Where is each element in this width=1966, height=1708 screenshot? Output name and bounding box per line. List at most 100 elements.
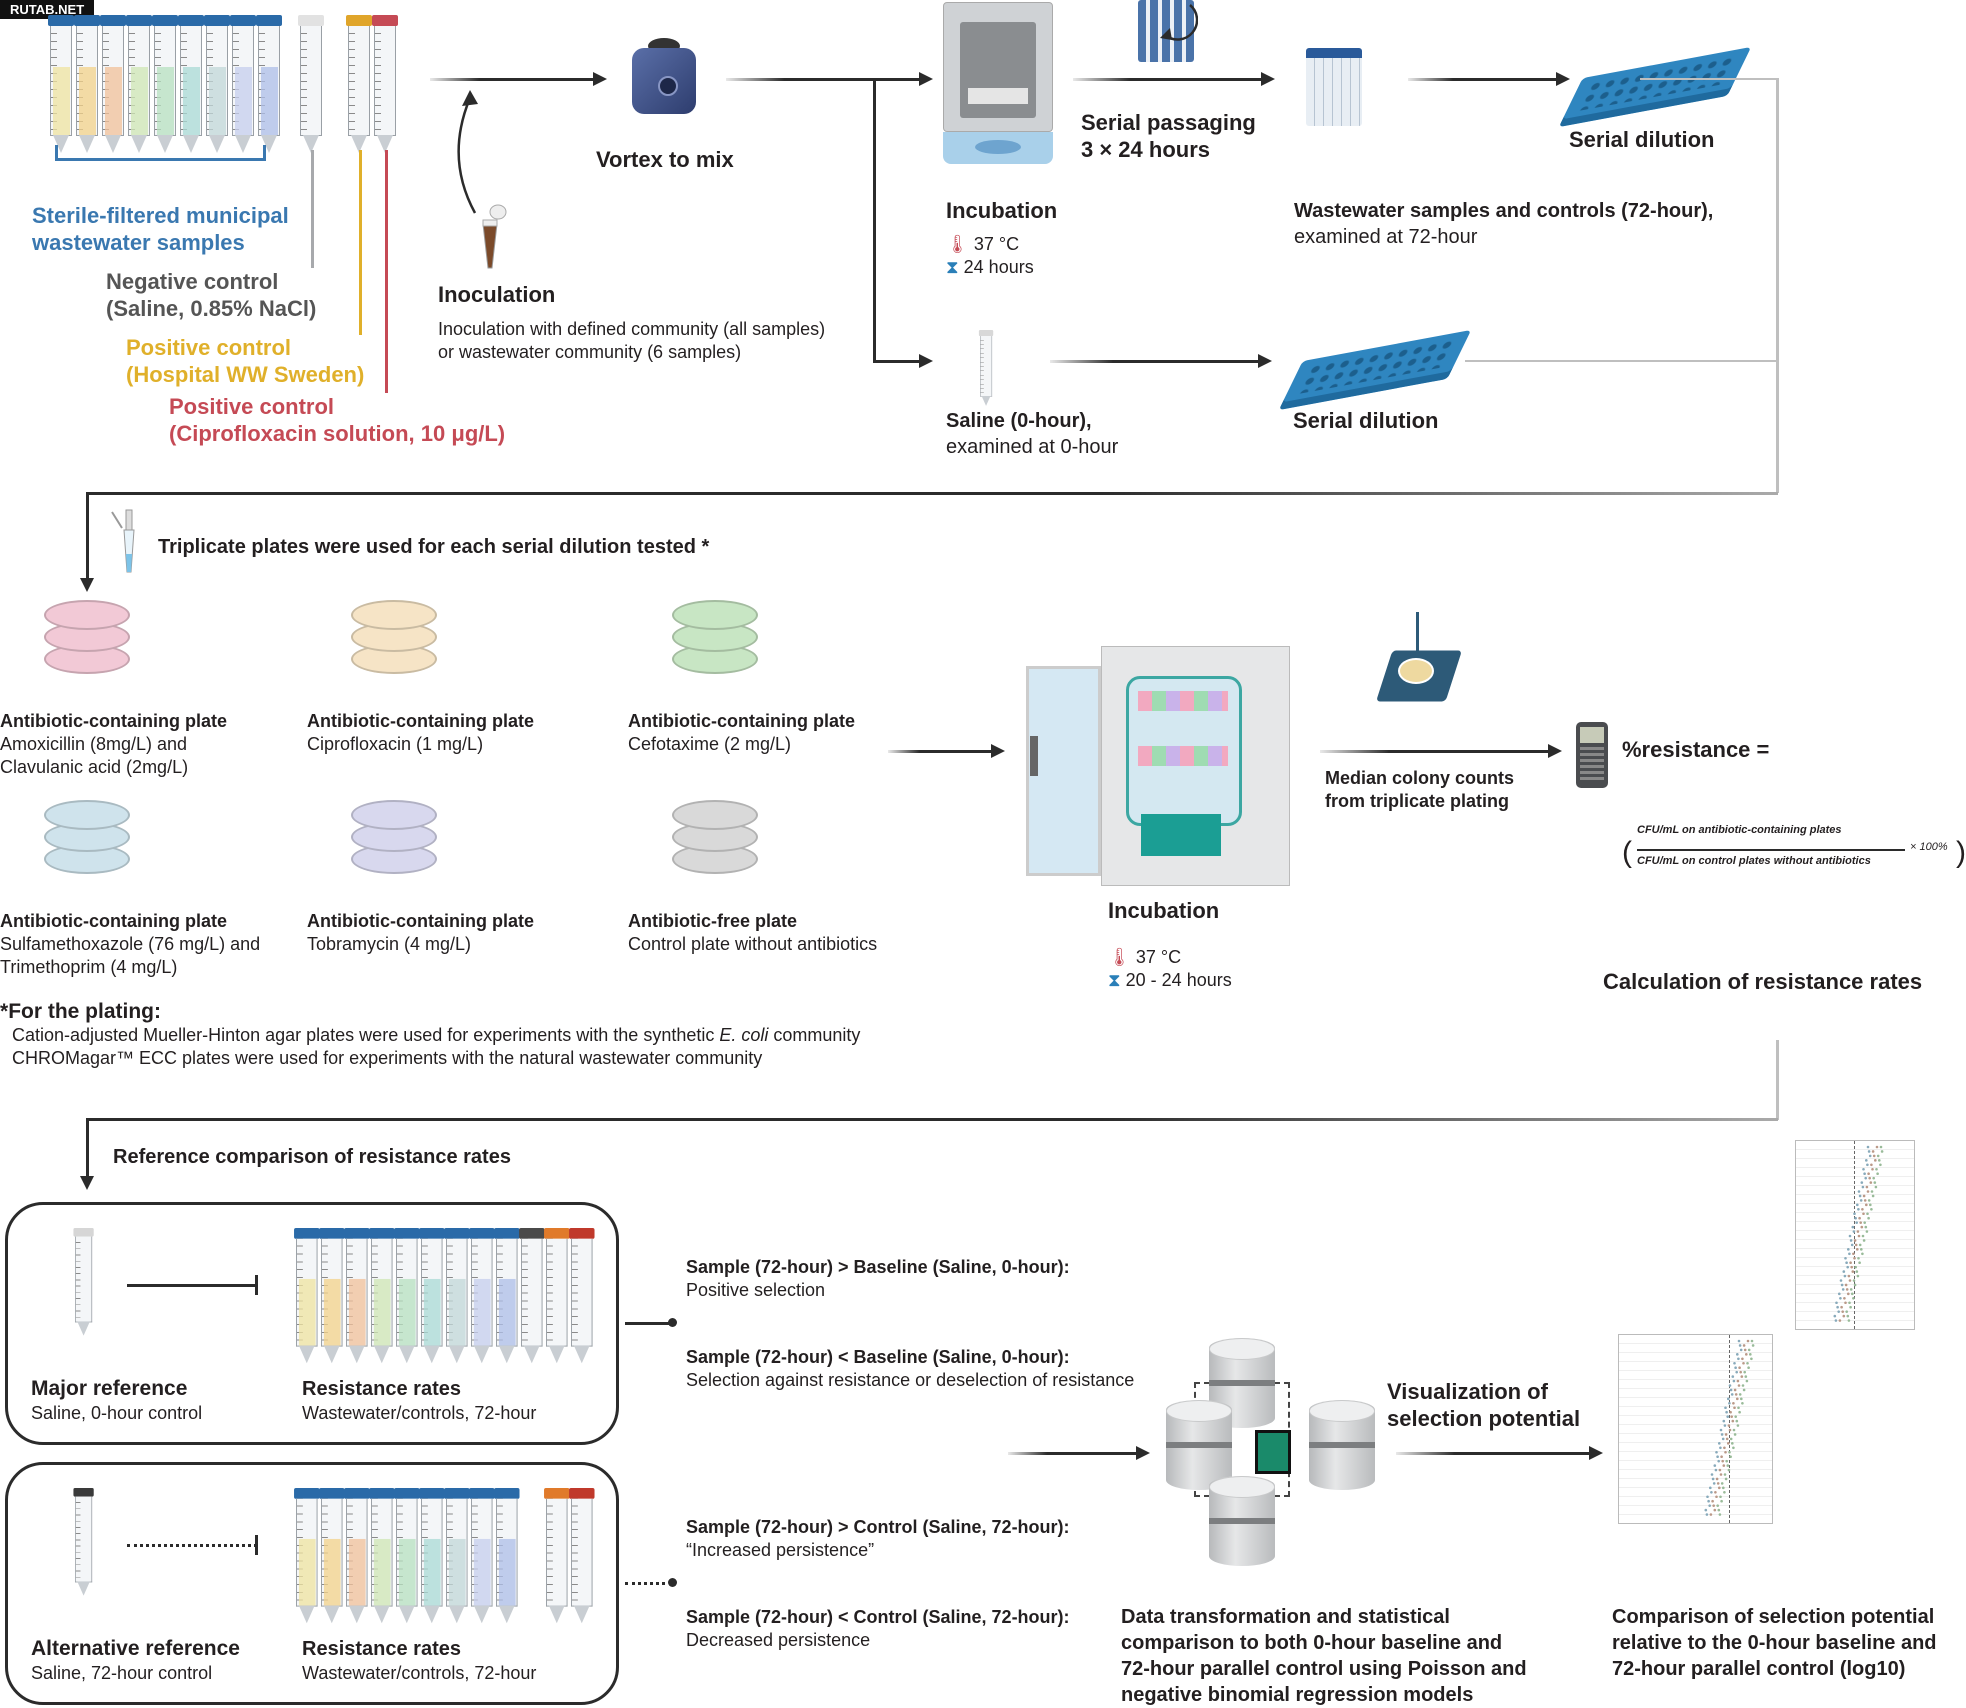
chart-dot — [1716, 1504, 1719, 1507]
chart-dot — [1843, 1274, 1847, 1278]
connector-stage1-to-stage2 — [86, 492, 1778, 495]
chart-dot — [1741, 1357, 1744, 1361]
chart-dot — [1862, 1212, 1865, 1216]
chart-dot — [1733, 1433, 1737, 1436]
chart-dot — [1739, 1348, 1743, 1352]
outcome-item: Sample (72-hour) > Control (Saline, 72-h… — [686, 1516, 1070, 1562]
chart-dot — [1862, 1194, 1866, 1198]
chart-dot — [1738, 1366, 1741, 1369]
outcome-meaning: Decreased persistence — [686, 1630, 871, 1650]
colony-counter-icon — [1376, 612, 1486, 722]
chart-dot — [1861, 1234, 1865, 1238]
chart-dot — [1733, 1361, 1736, 1365]
chart-dot — [1743, 1348, 1747, 1352]
arrow-serial-passaging — [1073, 72, 1275, 86]
alternative-reference-card — [5, 1462, 619, 1705]
centrifuge-tube-icon — [544, 1488, 570, 1625]
chart-dot — [1840, 1283, 1844, 1287]
reference-comparison-title: Reference comparison of resistance rates — [113, 1146, 511, 1168]
alternative-reference-dotted-line — [127, 1544, 257, 1547]
plate-antibiotic: Cefotaxime (2 mg/L) — [628, 734, 792, 754]
formula-fraction-bar — [1637, 849, 1905, 851]
chart-dot — [1838, 1292, 1841, 1296]
chart-dot — [1747, 1348, 1751, 1352]
centrifuge-tube-icon — [419, 1228, 445, 1365]
chart-dot — [1879, 1163, 1882, 1167]
centrifuge-tube-icon — [519, 1228, 545, 1365]
formula-close-paren: ) — [1956, 836, 1966, 869]
chart-dot — [1717, 1508, 1721, 1512]
chart-dot — [1745, 1379, 1749, 1383]
chart-dot — [1857, 1234, 1861, 1238]
connector-stage2-right — [1776, 1040, 1779, 1120]
plate-antibiotic: Sulfamethoxazole (76 mg/L) and — [0, 934, 261, 954]
centrifuge-tube-icon — [346, 15, 372, 155]
positive-control-hospital-label: Positive control(Hospital WW Sweden) — [126, 335, 365, 387]
database-icon — [1209, 1476, 1275, 1566]
plate-antibiotic: Control plate without antibiotics — [628, 934, 878, 954]
centrifuge-tube-icon — [394, 1488, 420, 1625]
chart-dot — [1867, 1150, 1871, 1153]
saline-tube-icon — [978, 330, 994, 407]
chart-dot — [1866, 1190, 1870, 1193]
chart-dot — [1847, 1319, 1851, 1322]
chart-dot — [1714, 1468, 1718, 1472]
centrifuge-tube-icon — [344, 1228, 370, 1365]
chart-dot — [1736, 1353, 1739, 1356]
centrifuge-tube-icon — [74, 15, 100, 155]
chart-dot — [1865, 1230, 1869, 1233]
agar-plate-stack-icon — [44, 600, 130, 690]
chart-dot — [1709, 1486, 1712, 1490]
arrow-to-saline — [873, 354, 933, 368]
chart-dot — [1858, 1216, 1861, 1220]
microtube-icon — [482, 204, 507, 269]
chart-dot — [1726, 1415, 1729, 1418]
chart-dot — [1866, 1163, 1869, 1167]
chart-dot — [1734, 1393, 1738, 1396]
chart-dot — [1724, 1450, 1727, 1454]
chart-dot — [1858, 1243, 1862, 1247]
centrifuge-tube-icon — [256, 15, 282, 155]
chart-dot — [1730, 1415, 1733, 1418]
chart-dot — [1709, 1513, 1713, 1516]
chart-dot — [1718, 1486, 1721, 1490]
outcome-meaning: Positive selection — [686, 1280, 826, 1300]
chart-dot — [1704, 1508, 1708, 1512]
chart-dot — [1867, 1172, 1870, 1175]
chart-dot — [1857, 1208, 1860, 1211]
chart-dot — [1853, 1239, 1857, 1242]
inoculation-title: Inoculation — [438, 282, 556, 307]
chart-dot — [1744, 1375, 1748, 1378]
major-card-connector-dot — [668, 1318, 677, 1327]
centrifuge-tube-icon — [73, 1228, 94, 1337]
chart-dot — [1732, 1402, 1735, 1405]
arrow-to-vortex — [430, 72, 607, 86]
chart-dot — [1740, 1375, 1744, 1378]
chart-dot — [1718, 1442, 1721, 1445]
chart-dot — [1852, 1252, 1855, 1256]
chart-dot — [1733, 1388, 1737, 1392]
chart-dot — [1839, 1279, 1843, 1282]
incubation-title-top: Incubation — [946, 198, 1058, 223]
chart-dot — [1737, 1339, 1741, 1343]
chart-dot — [1853, 1256, 1856, 1260]
alt-card-connector — [625, 1582, 672, 1585]
incubation-title-plates: Incubation — [1108, 898, 1220, 923]
chart-dot — [1846, 1314, 1850, 1318]
centrifuge-tube-icon — [494, 1488, 520, 1625]
chart-dot — [1750, 1339, 1754, 1343]
chart-dot — [1865, 1185, 1869, 1189]
chart-dot — [1861, 1185, 1865, 1189]
major-reference-inhibit-bar — [255, 1275, 258, 1295]
chart-dot — [1727, 1442, 1730, 1445]
chart-dot — [1865, 1159, 1868, 1162]
chart-dot — [1875, 1145, 1879, 1149]
centrifuge-tube-icon — [469, 1488, 495, 1625]
plate-antibiotic: Ciprofloxacin (1 mg/L) — [307, 734, 484, 754]
chart-dot — [1728, 1402, 1731, 1405]
